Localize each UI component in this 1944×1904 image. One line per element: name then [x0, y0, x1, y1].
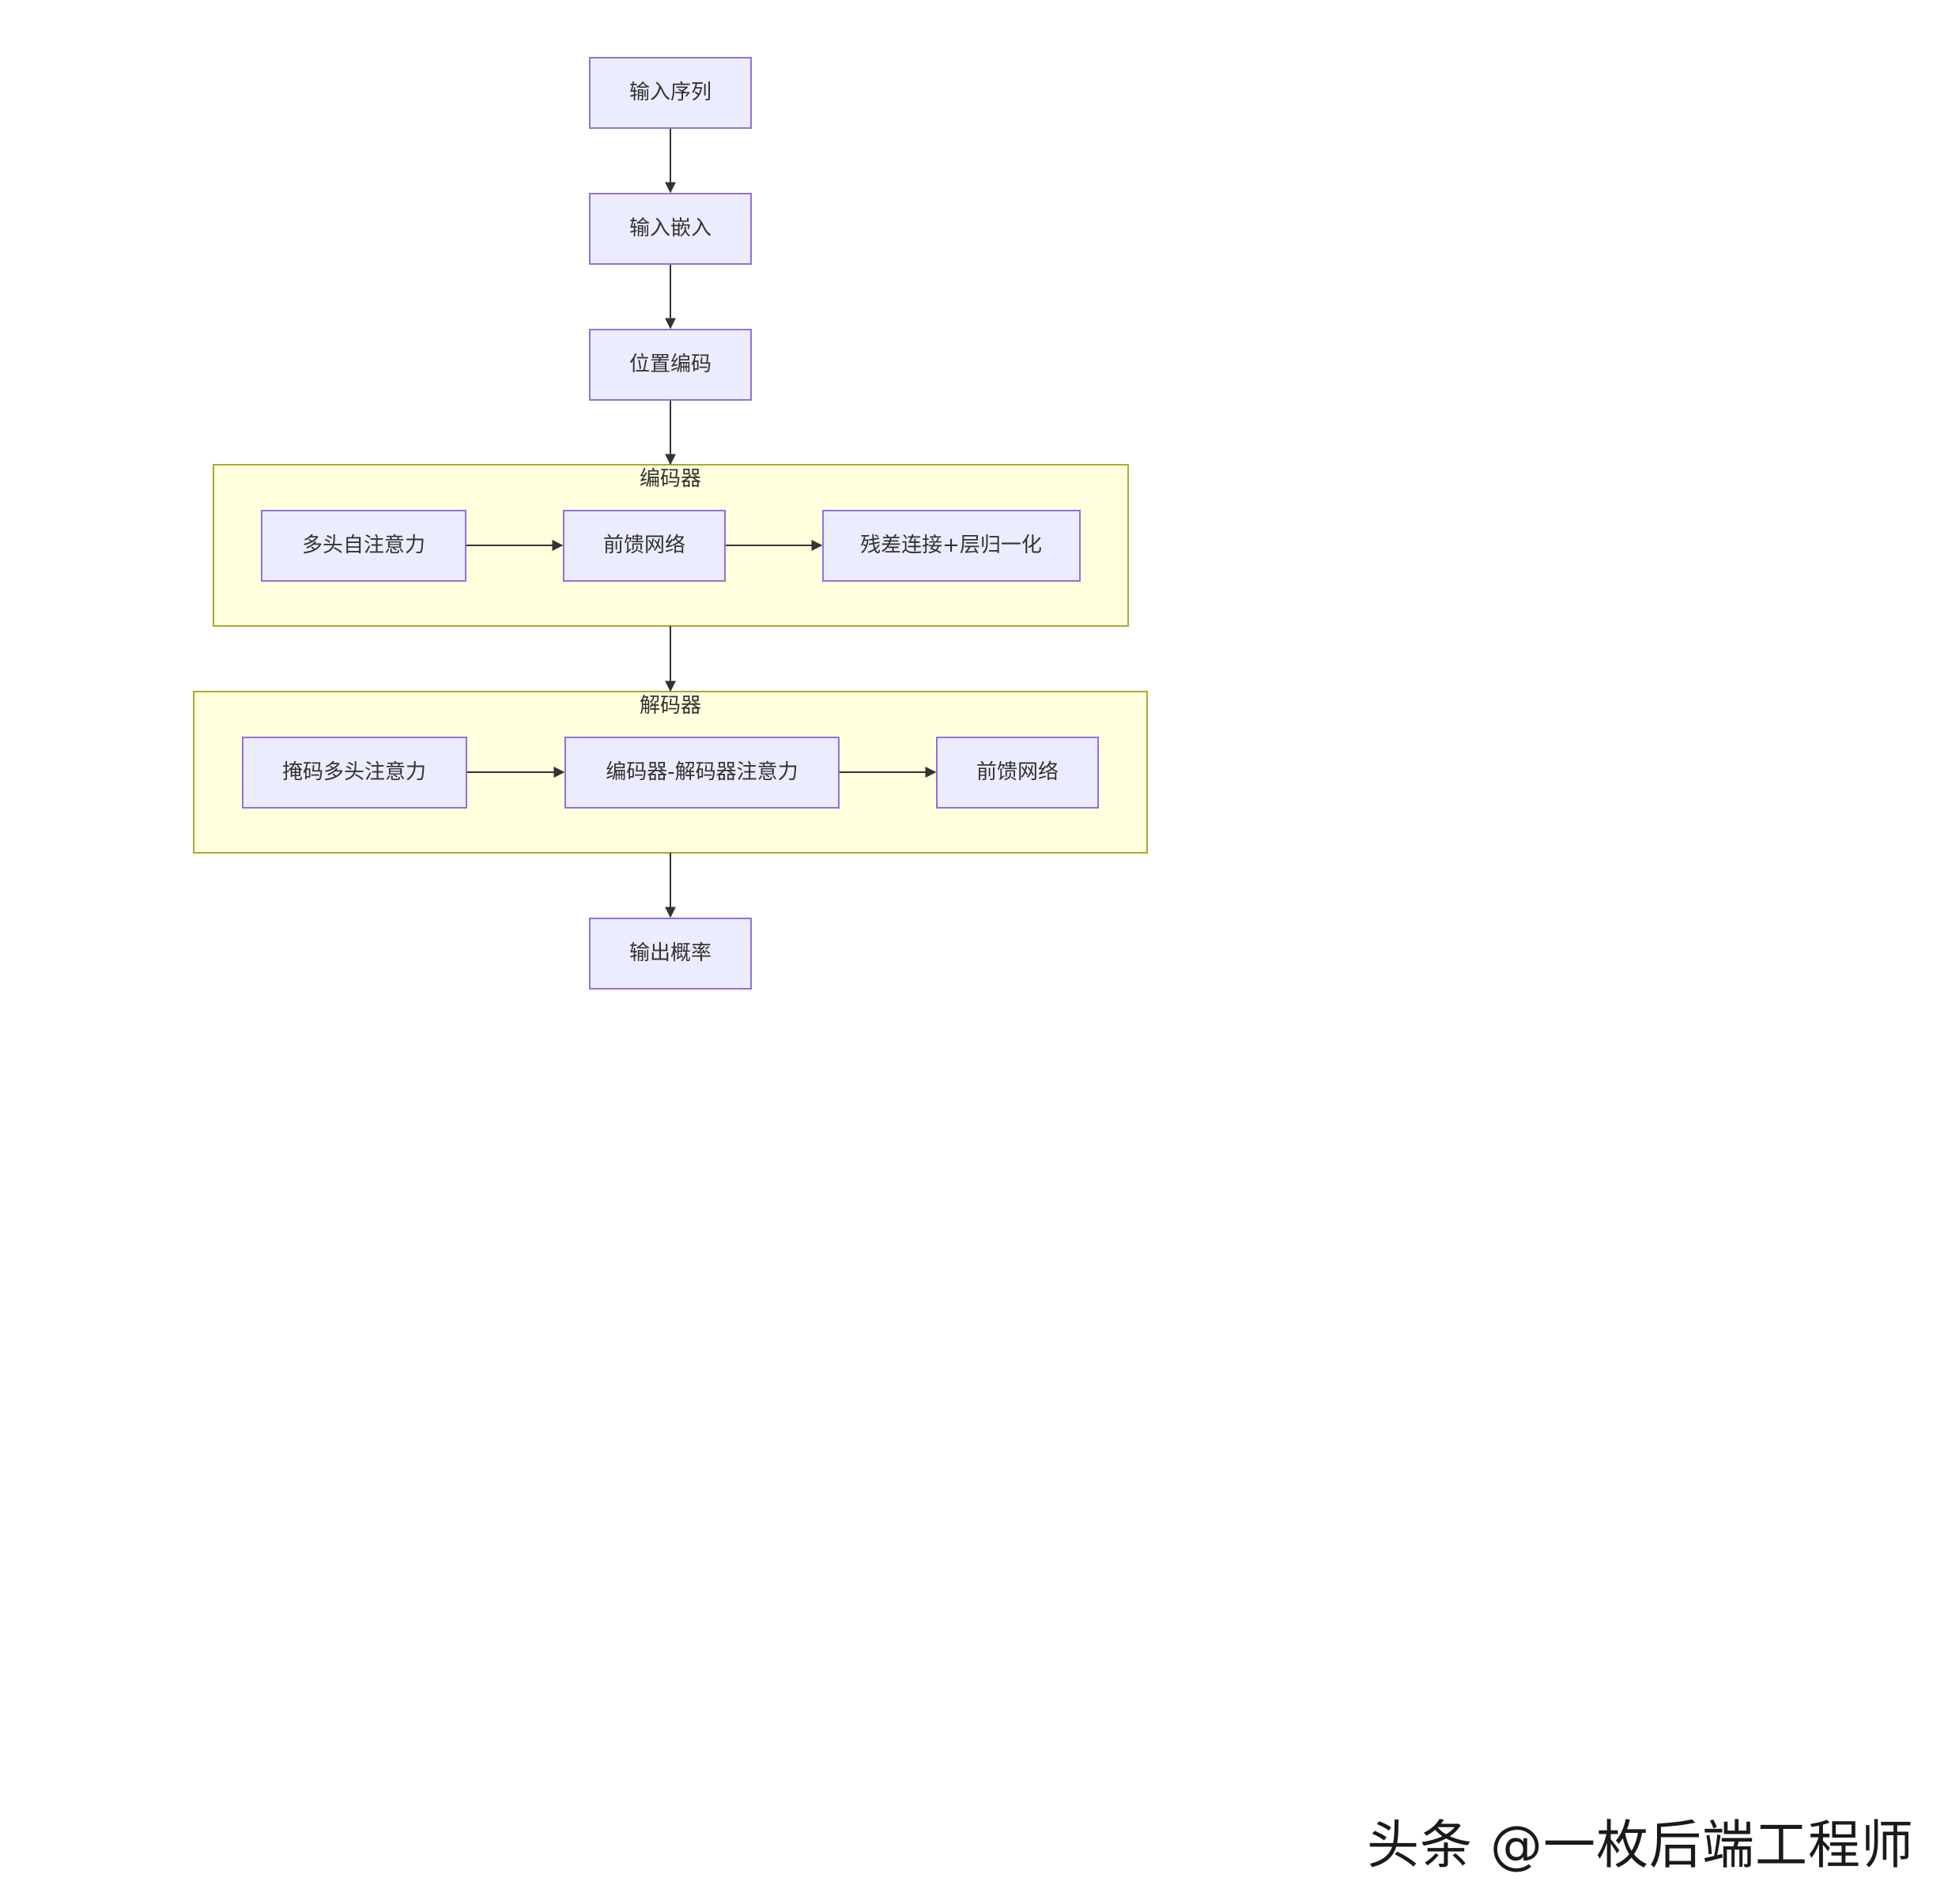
watermark: 头条 @一枚后端工程师: [1367, 1815, 1914, 1876]
node-input-embedding: 输入嵌入: [589, 193, 752, 265]
decoder-cluster-label: 解码器: [640, 694, 701, 718]
node-encoder-feedforward: 前馈网络: [563, 510, 726, 582]
node-masked-multihead-attention-label: 掩码多头注意力: [282, 760, 426, 784]
node-positional-encoding-label: 位置编码: [629, 353, 712, 376]
node-input-sequence-label: 输入序列: [629, 81, 712, 104]
node-input-embedding-label: 输入嵌入: [629, 217, 712, 240]
node-residual-layernorm: 残差连接+层归一化: [822, 510, 1081, 582]
node-decoder-feedforward: 前馈网络: [936, 737, 1099, 809]
node-encoder-feedforward-label: 前馈网络: [603, 533, 685, 557]
node-output-probabilities-label: 输出概率: [629, 941, 712, 965]
node-encoder-multihead-self-attention: 多头自注意力: [261, 510, 466, 582]
node-residual-layernorm-label: 残差连接+层归一化: [860, 533, 1042, 557]
node-encoder-decoder-attention-label: 编码器-解码器注意力: [606, 760, 798, 784]
node-masked-multihead-attention: 掩码多头注意力: [242, 737, 467, 809]
encoder-cluster-label: 编码器: [640, 467, 701, 491]
node-encoder-multihead-self-attention-label: 多头自注意力: [302, 533, 425, 557]
node-input-sequence: 输入序列: [589, 57, 752, 129]
node-positional-encoding: 位置编码: [589, 329, 752, 401]
node-output-probabilities: 输出概率: [589, 918, 752, 990]
node-decoder-feedforward-label: 前馈网络: [976, 760, 1059, 784]
node-encoder-decoder-attention: 编码器-解码器注意力: [564, 737, 840, 809]
